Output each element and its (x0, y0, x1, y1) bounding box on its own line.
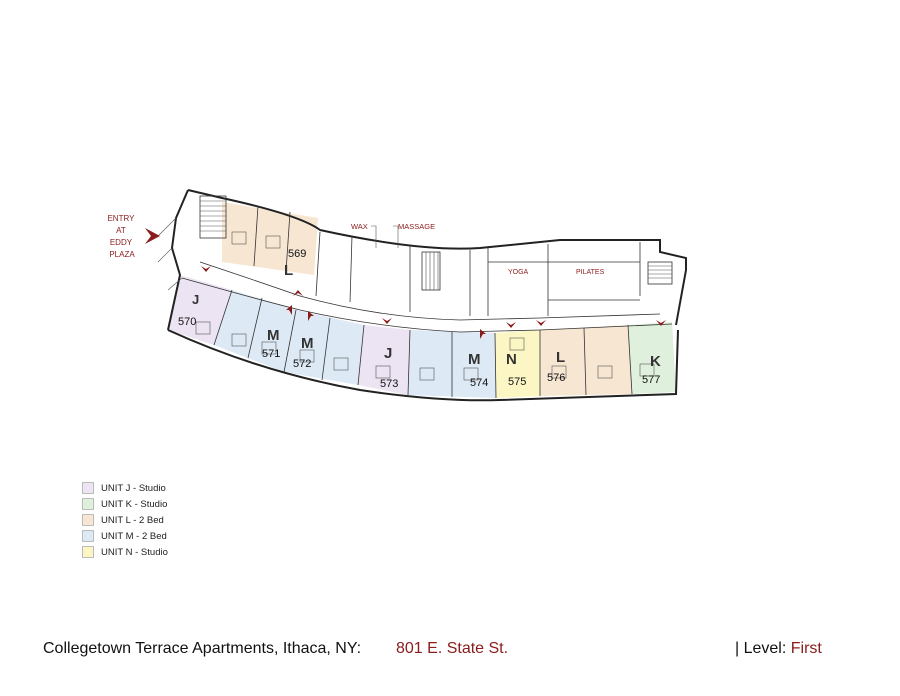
svg-text:ENTRY AT EDDY: ENTRY AT EDDY PLAZA (107, 214, 136, 259)
legend-swatch (82, 498, 94, 510)
entry-marker: ENTRY AT EDDY PLAZA (107, 214, 160, 259)
unit-577-number: 577 (642, 374, 660, 386)
legend-item-unit-k: UNIT K - Studio (82, 496, 168, 512)
unit-569-fill (222, 202, 318, 275)
room-labels: WAX MASSAGE YOGA PILATES (351, 222, 605, 276)
legend-swatch (82, 482, 94, 494)
unit-labels: J 570 M 571 M 572 J 573 M 574 N 575 L 57… (178, 248, 661, 390)
unit-571-fill (214, 290, 296, 372)
entry-label-4: PLAZA (109, 250, 135, 259)
legend-item-unit-j: UNIT J - Studio (82, 480, 168, 496)
stair-west (199, 195, 227, 239)
legend-item-unit-n: UNIT N - Studio (82, 544, 168, 560)
legend-label: UNIT N - Studio (101, 546, 168, 558)
door-chevron-icon (293, 290, 303, 296)
legend-label: UNIT J - Studio (101, 482, 166, 494)
building-outline (157, 189, 687, 402)
level-prefix: | Level: (735, 640, 791, 657)
legend-label: UNIT L - 2 Bed (101, 514, 164, 526)
room-yoga-label: YOGA (508, 269, 529, 276)
unit-575-letter: N (506, 351, 517, 368)
furniture (195, 231, 655, 381)
project-address: 801 E. State St. (396, 640, 509, 657)
legend-item-unit-l: UNIT L - 2 Bed (82, 512, 168, 528)
unit-576-number: 576 (547, 372, 565, 384)
unit-570-letter: J (192, 292, 199, 307)
entry-arrow-icon (145, 228, 160, 244)
door-chevron-icon (506, 322, 516, 328)
door-chevron-icon (201, 266, 211, 272)
stair-east (647, 261, 673, 285)
unit-570-fill (168, 275, 232, 345)
door-chevron-icon (308, 311, 314, 321)
stair-center (421, 251, 441, 291)
unit-574-number: 574 (470, 377, 488, 389)
level-indicator: | Level: First (735, 640, 822, 658)
unit-573-letter: J (384, 345, 392, 362)
unit-569-number: 569 (288, 248, 306, 260)
level-value: First (790, 640, 822, 657)
unit-573-fill (358, 325, 410, 395)
unit-570-number: 570 (178, 316, 196, 328)
legend-label: UNIT K - Studio (101, 498, 168, 510)
unit-576-letter: L (556, 349, 565, 366)
legend-item-unit-m: UNIT M - 2 Bed (82, 528, 168, 544)
unit-577-letter: K (650, 353, 661, 370)
door-chevron-icon (286, 305, 292, 315)
unit-571-letter: M (267, 327, 280, 344)
legend-label: UNIT M - 2 Bed (101, 530, 167, 542)
unit-573-number: 573 (380, 378, 398, 390)
door-chevron-icon (536, 320, 546, 326)
room-massage-label: MASSAGE (398, 222, 435, 231)
room-pilates-label: PILATES (576, 269, 605, 276)
entry-label-2: AT (116, 226, 126, 235)
entry-label-3: EDDY (110, 238, 133, 247)
unit-572-fill (284, 310, 364, 385)
unit-569-letter: L (284, 262, 293, 279)
door-chevron-icon (382, 318, 392, 324)
legend-swatch (82, 530, 94, 542)
entry-label-1: ENTRY (107, 214, 135, 223)
unit-door-markers (201, 266, 666, 339)
unit-575-number: 575 (508, 376, 526, 388)
title-block: Collegetown Terrace Apartments, Ithaca, … (43, 638, 863, 662)
project-name: Collegetown Terrace Apartments, Ithaca, … (43, 640, 362, 657)
unit-575-fill (495, 330, 540, 398)
legend-swatch (82, 546, 94, 558)
room-wax-label: WAX (351, 222, 368, 231)
unit-legend: UNIT J - Studio UNIT K - Studio UNIT L -… (82, 480, 168, 560)
unit-574-letter: M (468, 351, 481, 368)
door-chevron-icon (480, 329, 486, 339)
unit-572-number: 572 (293, 358, 311, 370)
unit-572-letter: M (301, 335, 314, 352)
unit-571-number: 571 (262, 348, 280, 360)
door-chevron-icon (656, 320, 666, 326)
legend-swatch (82, 514, 94, 526)
